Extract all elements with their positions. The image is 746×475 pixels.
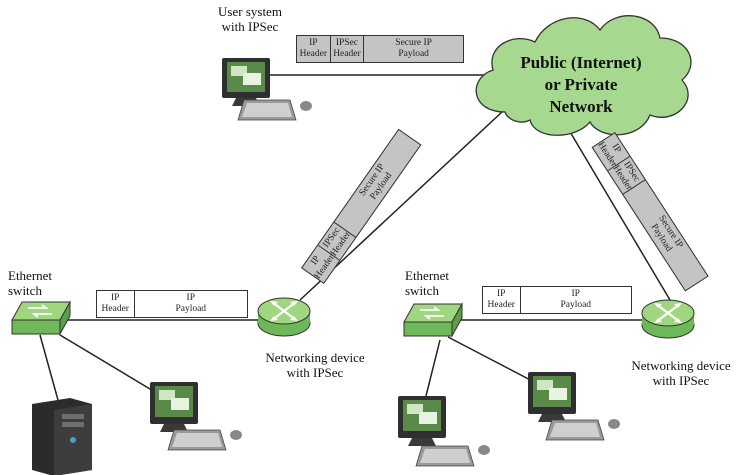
link-left-switch-to-pc xyxy=(59,334,161,396)
user-system-label: User system with IPSec xyxy=(218,4,282,34)
cloud-icon xyxy=(475,15,692,136)
secure-packet-top: IP Header IPSec Header Secure IP Payload xyxy=(296,35,464,63)
keyboard-icon xyxy=(167,429,242,451)
router-icon xyxy=(641,299,695,339)
computer-icon xyxy=(398,396,446,446)
ip-header-cell: IP Header xyxy=(297,36,331,62)
link-right-switch-to-pc1 xyxy=(424,339,441,401)
computer-icon xyxy=(528,372,576,422)
ethernet-switch-icon xyxy=(403,302,463,338)
ethernet-switch-label-right: Ethernet switch xyxy=(405,268,450,298)
keyboard-icon xyxy=(237,99,312,121)
link-right-router-to-cloud xyxy=(562,119,671,301)
ip-payload-cell: IP Payload xyxy=(175,293,207,314)
keyboard-icon xyxy=(415,445,490,467)
networking-device-label-left: Networking device with IPSec xyxy=(265,350,365,380)
router-icon xyxy=(257,297,311,337)
computer-icon xyxy=(150,382,198,432)
plain-packet-right: IP Header IP Payload xyxy=(482,286,632,314)
ip-payload-cell: IP Payload xyxy=(560,289,592,310)
ethernet-switch-icon xyxy=(11,300,71,336)
ip-header-cell: IP Header xyxy=(483,287,521,313)
link-right-switch-to-pc2 xyxy=(447,336,541,386)
ip-header-cell: IP Header xyxy=(97,291,135,317)
networking-device-label-right: Networking device with IPSec xyxy=(631,358,731,388)
server-icon xyxy=(32,398,92,475)
secure-payload-cell: Secure IP Payload xyxy=(395,38,432,59)
link-left-switch-to-server xyxy=(39,334,59,401)
computer-icon xyxy=(222,58,270,106)
ethernet-switch-label-left: Ethernet switch xyxy=(8,268,53,298)
keyboard-icon xyxy=(545,419,620,441)
plain-packet-left: IP Header IP Payload xyxy=(96,290,248,318)
ipsec-header-cell: IPSec Header xyxy=(331,36,365,62)
cloud-label: Public (Internet) or Private Network xyxy=(520,53,642,116)
